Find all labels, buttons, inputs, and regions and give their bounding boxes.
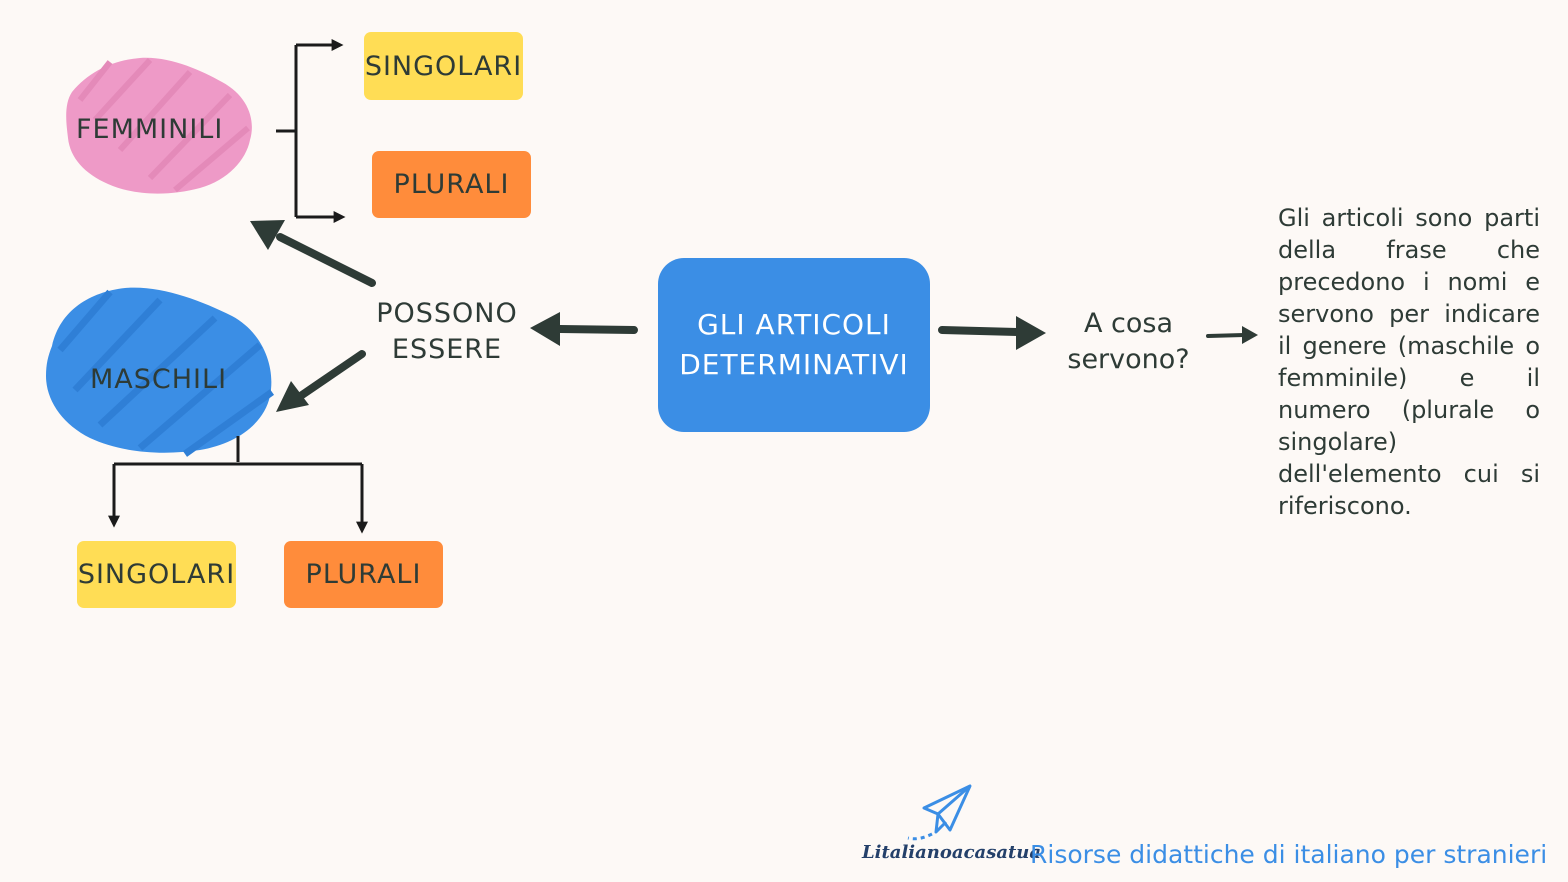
possono-line1: POSSONO: [376, 298, 518, 329]
maschili-label: MASCHILI: [90, 364, 228, 395]
question-label: A cosa servono?: [1056, 306, 1201, 378]
footer-tagline: Risorse didattiche di italiano per stran…: [1030, 840, 1548, 869]
question-line1: A cosa: [1083, 308, 1174, 339]
arrow-to-possono: [530, 312, 638, 346]
footer-brand: Litalianoacasatua: [862, 842, 1042, 863]
center-title-line2: DETERMINATIVI: [679, 348, 909, 381]
paper-plane-icon: [907, 784, 972, 841]
femminili-singolari-box: SINGOLARI: [364, 32, 523, 100]
maschili-bracket: [108, 436, 368, 534]
center-node: GLI ARTICOLI DETERMINATIVI: [658, 258, 930, 432]
center-title-line1: GLI ARTICOLI: [697, 308, 891, 341]
possono-line2: ESSERE: [391, 334, 503, 365]
maschili-singolari-box: SINGOLARI: [77, 541, 236, 608]
arrow-to-description: [1206, 326, 1258, 344]
femminili-label: FEMMINILI: [76, 114, 224, 145]
maschili-blob: [46, 287, 275, 457]
femminili-bracket: [276, 39, 346, 223]
arrow-to-question: [938, 316, 1046, 350]
maschili-plurali-box: PLURALI: [284, 541, 443, 608]
femminili-blob: [66, 57, 252, 194]
arrow-to-femminili: [250, 220, 376, 287]
arrow-to-maschili: [276, 350, 366, 412]
description-text: Gli articoli sono parti della frase che …: [1278, 204, 1540, 520]
question-line2: servono?: [1067, 344, 1190, 375]
possono-essere-label: POSSONO ESSERE: [372, 296, 522, 368]
femminili-plurali-box: PLURALI: [372, 151, 531, 218]
